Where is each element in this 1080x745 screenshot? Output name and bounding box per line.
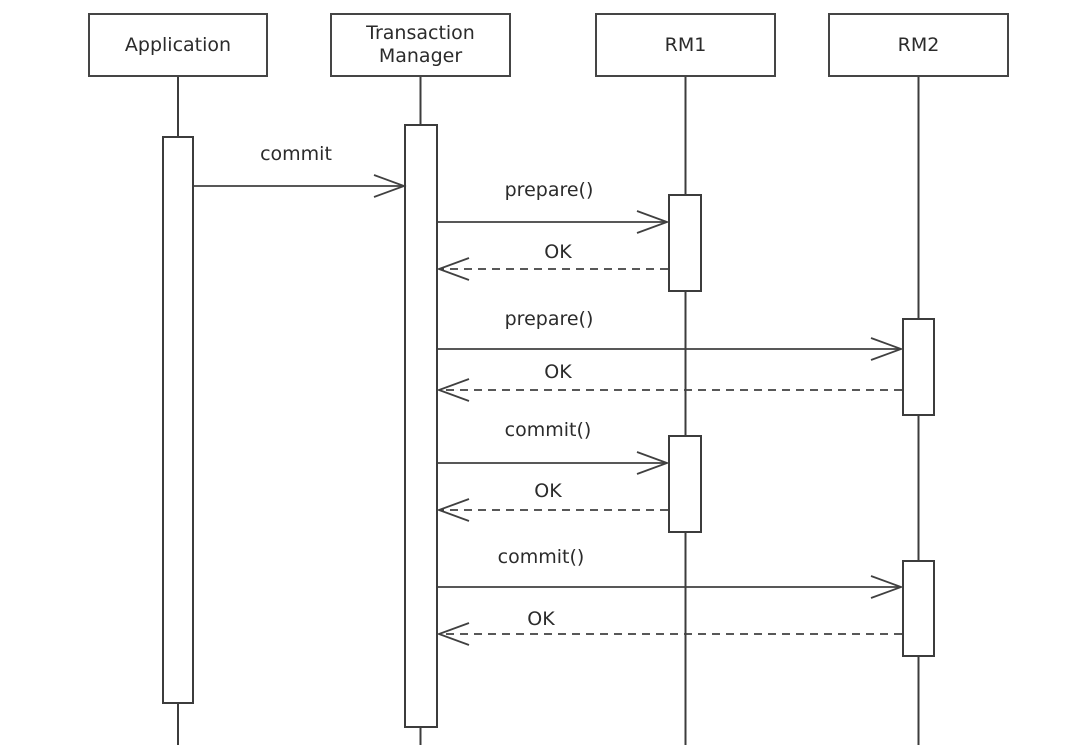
activation-rm1-prepare: [668, 194, 702, 292]
message-commit-rm1-label: commit(): [504, 419, 592, 441]
message-prepare-rm2-label: prepare(): [504, 308, 594, 330]
return-ok-rm2-commit-label: OK: [527, 608, 555, 630]
message-commit-arrow: [194, 174, 407, 198]
participant-rm2: RM2: [828, 13, 1009, 77]
activation-transaction-manager: [404, 124, 438, 728]
message-commit-rm1-arrow: [438, 451, 670, 475]
participant-application-label: Application: [124, 33, 232, 56]
participant-application: Application: [88, 13, 268, 77]
return-ok-rm1-commit-arrow: [436, 498, 668, 522]
message-commit-rm2-arrow: [438, 575, 904, 599]
return-ok-rm1-prepare-arrow: [436, 257, 668, 281]
return-ok-rm2-prepare-label: OK: [544, 361, 572, 383]
participant-rm1-label: RM1: [664, 33, 707, 56]
return-ok-rm1-prepare-label: OK: [544, 241, 572, 263]
activation-rm2-commit: [902, 560, 935, 657]
message-prepare-rm1-arrow: [438, 210, 670, 234]
return-ok-rm2-prepare-arrow: [436, 378, 902, 402]
participant-transaction-manager-label: Transaction Manager: [366, 22, 475, 67]
return-ok-rm1-commit-label: OK: [534, 480, 562, 502]
activation-rm2-prepare: [902, 318, 935, 416]
participant-transaction-manager: Transaction Manager: [330, 13, 511, 77]
message-commit-label: commit: [260, 143, 332, 165]
return-ok-rm2-commit-arrow: [436, 622, 902, 646]
activation-rm1-commit: [668, 435, 702, 533]
message-prepare-rm2-arrow: [438, 337, 904, 361]
participant-rm1: RM1: [595, 13, 776, 77]
message-commit-rm2-label: commit(): [497, 546, 585, 568]
participant-rm2-label: RM2: [897, 33, 940, 56]
message-prepare-rm1-label: prepare(): [504, 179, 594, 201]
activation-application: [162, 136, 194, 704]
